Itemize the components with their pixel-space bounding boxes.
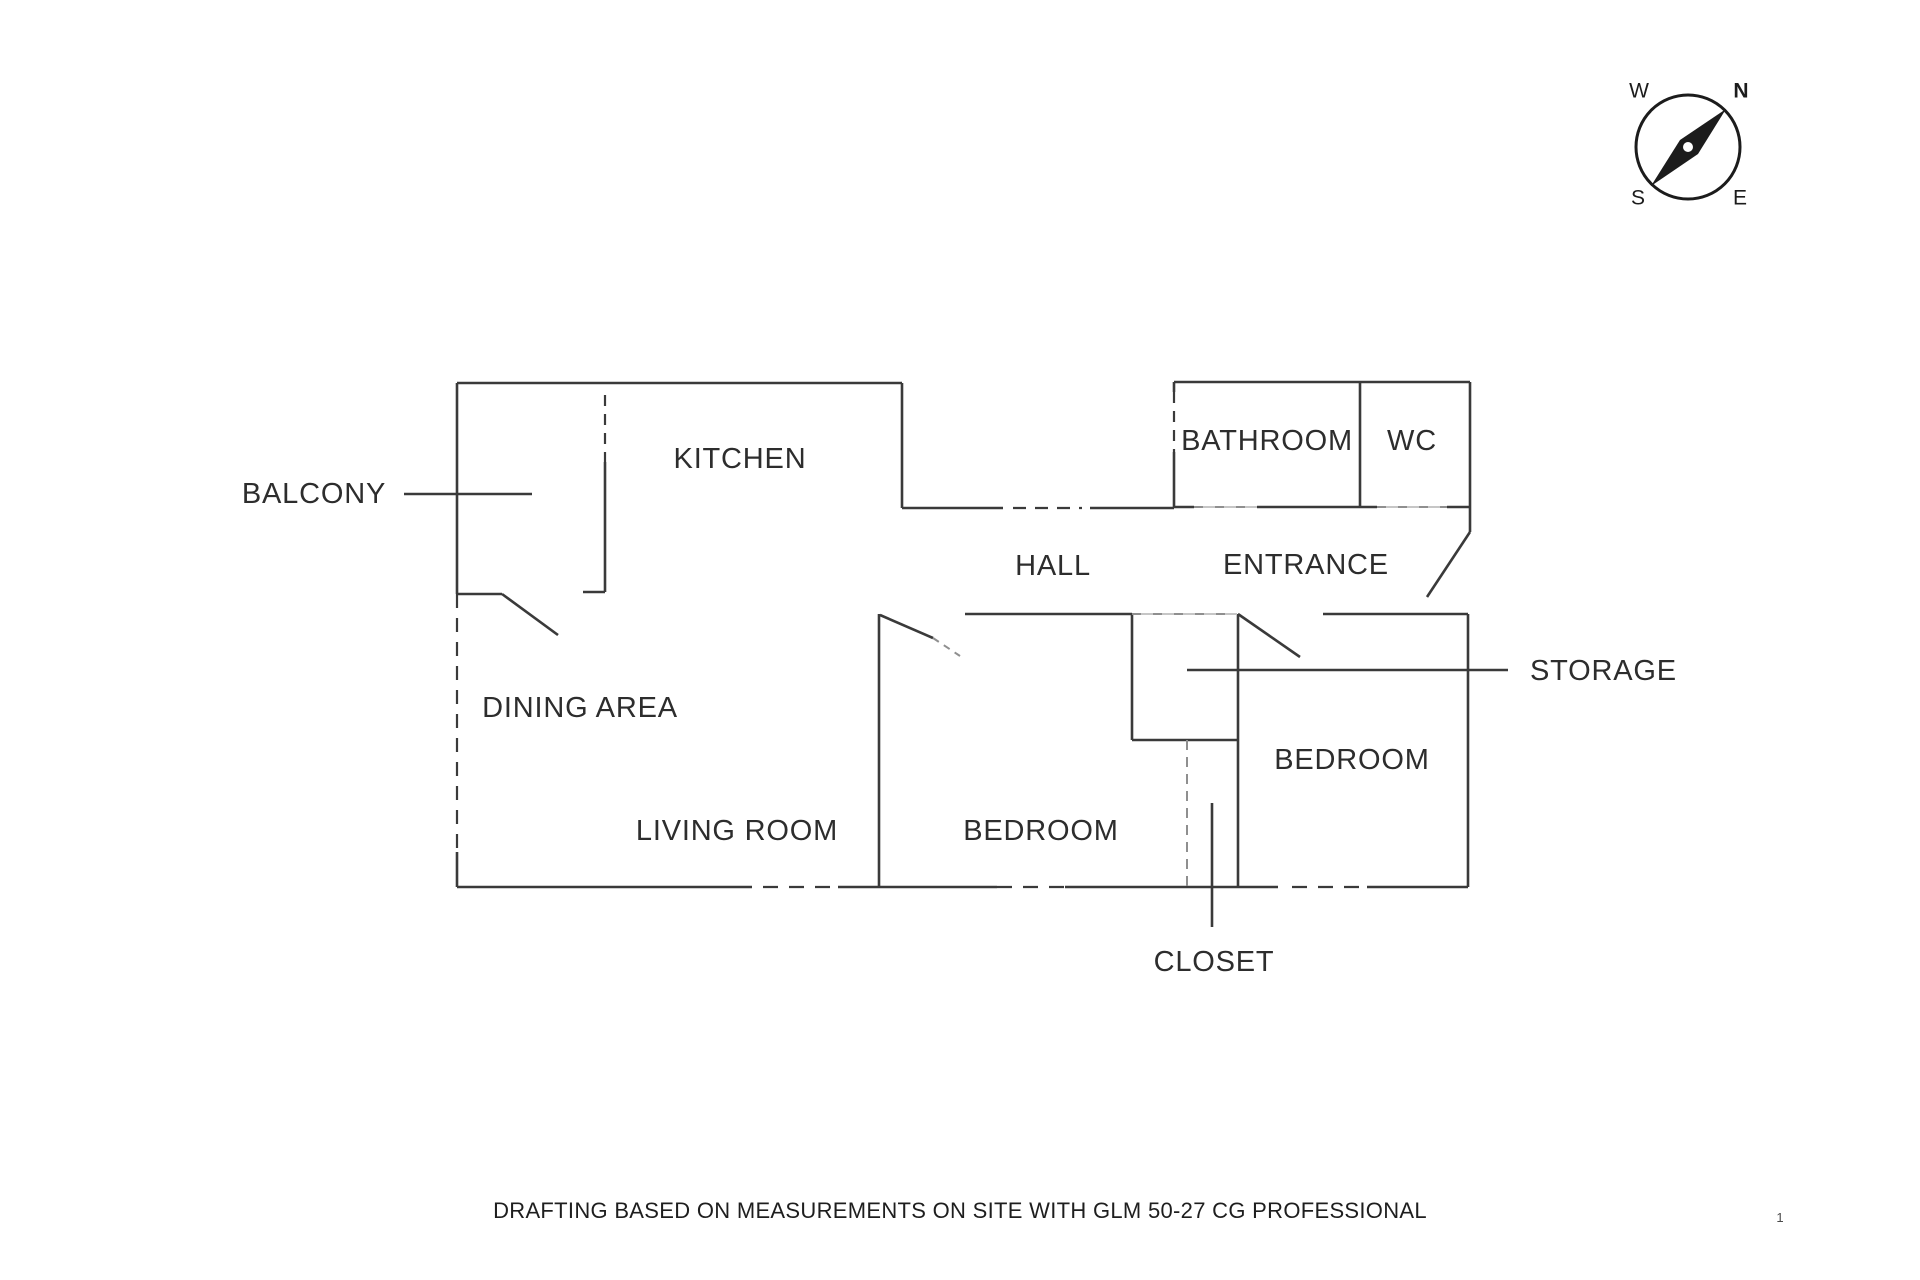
dining-area-label: DINING AREA <box>482 692 678 724</box>
compass-letter-w: W <box>1629 80 1649 103</box>
bedroom1-door-swing <box>879 613 934 640</box>
bedroom1-label: BEDROOM <box>963 815 1118 847</box>
bathroom-label: BATHROOM <box>1181 425 1353 457</box>
bedroom1-swing-tip <box>932 637 961 657</box>
balcony-door-swing <box>501 592 559 637</box>
compass-rose <box>1634 93 1742 201</box>
storage-door-swing <box>1237 612 1301 659</box>
page-number: 1 <box>1776 1210 1784 1225</box>
hall-label: HALL <box>1015 550 1091 582</box>
closet-label: CLOSET <box>1154 946 1275 978</box>
compass-letter-n: N <box>1733 80 1748 103</box>
entrance-door-swing <box>1425 531 1472 598</box>
entrance-label: ENTRANCE <box>1223 549 1389 581</box>
storage-label: STORAGE <box>1530 655 1677 687</box>
compass-letter-s: S <box>1631 187 1645 210</box>
balcony-label: BALCONY <box>242 478 386 510</box>
kitchen-label: KITCHEN <box>674 443 807 475</box>
bedroom2-label: BEDROOM <box>1274 744 1429 776</box>
compass-hub <box>1683 142 1693 152</box>
compass-letter-e: E <box>1733 187 1747 210</box>
living-room-label: LIVING ROOM <box>636 815 838 847</box>
wc-label: WC <box>1387 425 1437 457</box>
drafting-caption: DRAFTING BASED ON MEASUREMENTS ON SITE W… <box>493 1198 1427 1223</box>
